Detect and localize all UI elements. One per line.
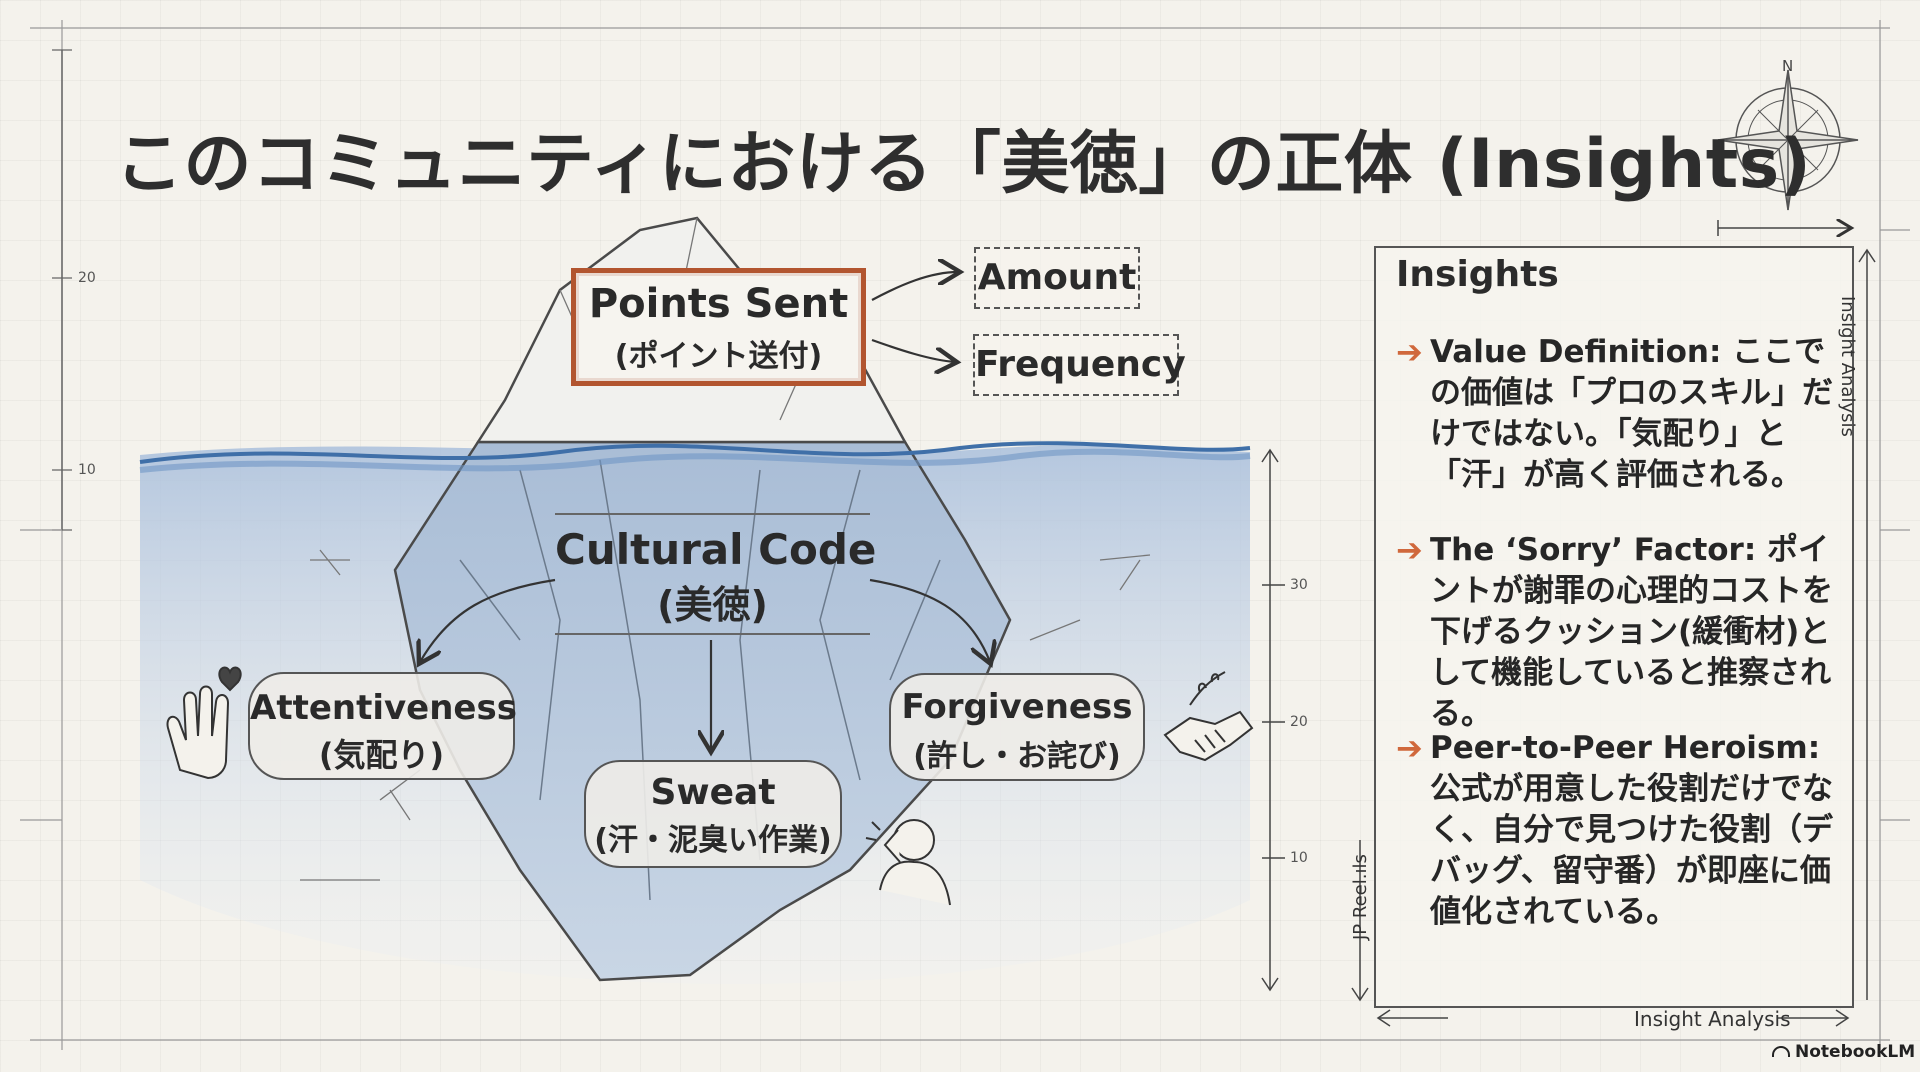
left-scale-tick: 20 (78, 270, 96, 286)
arrow-right-icon: ➔ (1396, 333, 1423, 371)
insight-analysis-bottom-label: Insight Analysis (1634, 1007, 1791, 1031)
sweat-label: Sweat (650, 772, 776, 813)
insight-text: Peer-to-Peer Heroism: 公式が用意した役割だけでなく、自分で… (1430, 730, 1833, 930)
arrow-right-icon: ➔ (1396, 729, 1423, 767)
insight-item: ➔ The ‘Sorry’ Factor: ポイントが謝罪の心理的コストを下げる… (1396, 530, 1844, 735)
cultural-code-jp-label: (美徳) (657, 583, 768, 627)
points-sent-label: Points Sent (588, 281, 849, 327)
insight-item: ➔ Peer-to-Peer Heroism: 公式が用意した役割だけでなく、自… (1396, 728, 1844, 933)
insight-analysis-vertical-label: Insight Analysis (1837, 296, 1858, 437)
compass-icon (1717, 69, 1859, 211)
forgiveness-label: Forgiveness (901, 687, 1133, 727)
right-scale-tick: 30 (1290, 577, 1308, 593)
attentiveness-label: Attentiveness (250, 688, 517, 728)
right-scale-tick: 20 (1290, 714, 1308, 730)
frequency-node: Frequency (973, 334, 1186, 396)
sweat-jp-label: (汗・泥臭い作業) (594, 823, 832, 858)
forgiveness-jp-label: (許し・お詫び) (913, 739, 1121, 774)
insight-text: The ‘Sorry’ Factor: ポイントが謝罪の心理的コストを下げるクッ… (1430, 532, 1833, 732)
cultural-code-label: Cultural Code (555, 525, 877, 574)
arrow-right-icon: ➔ (1396, 531, 1423, 569)
compass-north-label: N (1782, 57, 1794, 75)
cultural-code-node: Cultural Code (美徳) (555, 513, 877, 635)
raised-hand-heart-icon (166, 666, 242, 780)
frame-lines (20, 20, 1910, 1050)
right-scale-tick: 10 (1290, 850, 1308, 866)
handshake-icon (1163, 671, 1254, 762)
brand-watermark: NotebookLM (1772, 1042, 1915, 1062)
points-sent-node: Points Sent (ポイント送付) (571, 268, 866, 386)
insight-item: ➔ Value Definition: ここでの価値は「プロのスキル」だけではな… (1396, 332, 1844, 496)
attentiveness-node: Attentiveness (気配り) (248, 672, 517, 780)
left-scale-tick: 10 (78, 462, 96, 478)
page-title: このコミュニティにおける「美徳」の正体 (Insights) (115, 125, 1812, 204)
sweat-node: Sweat (汗・泥臭い作業) (584, 760, 842, 868)
sweating-worker-icon (865, 819, 951, 906)
jp-vertical-label: JP Reel.ıls (1350, 854, 1371, 940)
amount-node: Amount (974, 247, 1140, 309)
attentiveness-jp-label: (気配り) (318, 736, 445, 774)
insights-title: Insights (1396, 254, 1559, 295)
depth-scale (1261, 448, 1285, 992)
sketch-marks (300, 549, 1151, 881)
insight-text: Value Definition: ここでの価値は「プロのスキル」だけではない。… (1430, 334, 1833, 493)
water-surface (139, 441, 1251, 464)
notebooklm-logo-icon (1772, 1046, 1790, 1057)
brand-label: NotebookLM (1795, 1042, 1916, 1062)
forgiveness-node: Forgiveness (許し・お詫び) (889, 673, 1145, 781)
insights-panel: Insights ➔ Value Definition: ここでの価値は「プロの… (1374, 246, 1854, 1008)
connector-arrows (420, 272, 990, 750)
points-sent-jp-label: (ポイント送付) (614, 339, 823, 374)
